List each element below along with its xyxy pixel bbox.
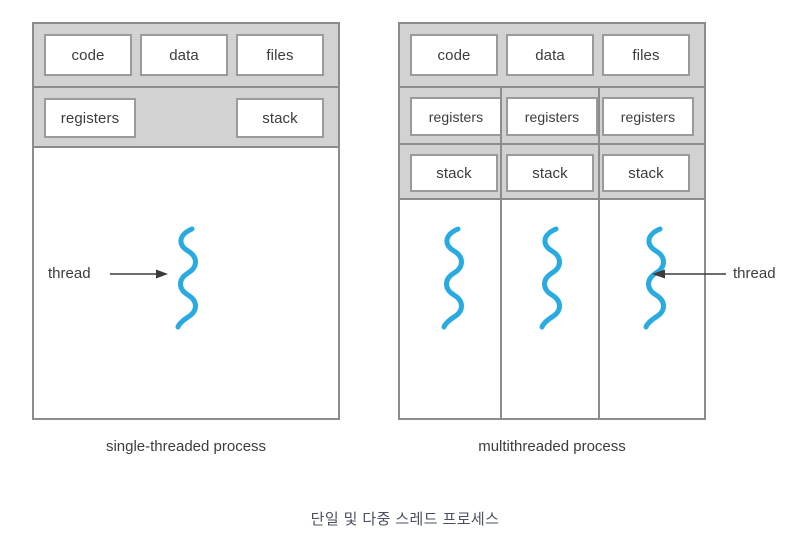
multi-cell-stack-1: stack (410, 154, 498, 192)
single-thread-label: thread (48, 265, 91, 282)
multi-column-divider-1 (500, 88, 502, 418)
single-cell-registers: registers (44, 98, 136, 138)
single-cell-code: code (44, 34, 132, 76)
multithreaded-process-box: code data files registers registers regi… (398, 22, 706, 420)
multi-cell-code: code (410, 34, 498, 76)
single-threaded-caption: single-threaded process (105, 438, 267, 455)
multi-thread-squiggle-2 (539, 226, 562, 330)
single-cell-files: files (236, 34, 324, 76)
multi-cell-registers-2: registers (506, 97, 598, 136)
multi-cell-registers-3: registers (602, 97, 694, 136)
single-threaded-process-box: code data files registers stack (32, 22, 340, 420)
figure-caption: 단일 및 다중 스레드 프로세스 (310, 511, 500, 528)
single-cell-stack: stack (236, 98, 324, 138)
multi-cell-stack-3: stack (602, 154, 690, 192)
multi-thread-arrow-icon (652, 269, 726, 279)
single-thread-squiggle (175, 226, 198, 330)
multi-cell-files: files (602, 34, 690, 76)
single-cell-data: data (140, 34, 228, 76)
multi-thread-squiggle-1 (441, 226, 464, 330)
multi-cell-registers-1: registers (410, 97, 502, 136)
multi-cell-stack-2: stack (506, 154, 594, 192)
multi-column-divider-2 (598, 88, 600, 418)
multithreaded-caption: multithreaded process (478, 438, 626, 455)
single-thread-arrow-icon (110, 269, 168, 279)
multi-cell-data: data (506, 34, 594, 76)
multi-thread-label: thread (733, 265, 776, 282)
